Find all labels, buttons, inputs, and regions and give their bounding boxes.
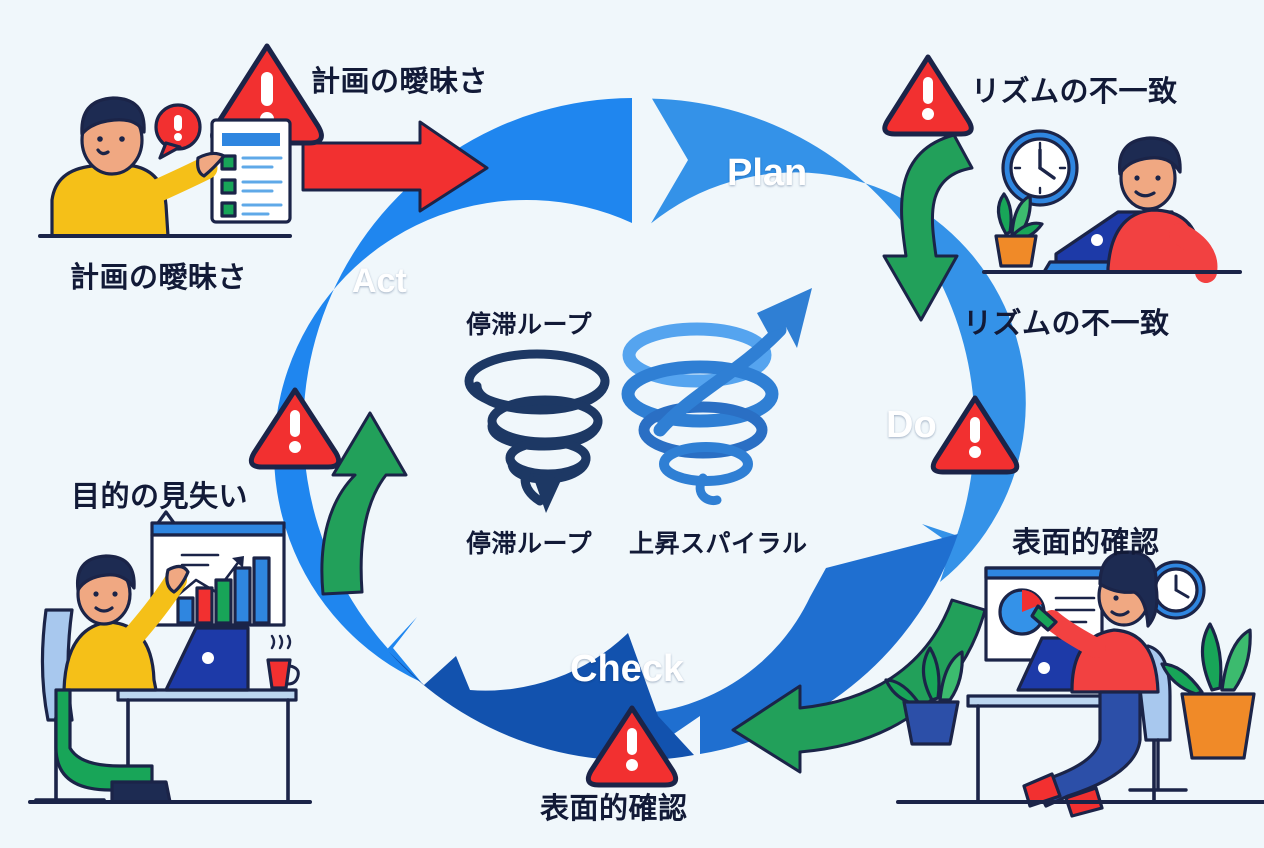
arrow-act-in [320, 411, 408, 596]
warning-triangle-icon-act[interactable] [248, 387, 342, 470]
warning-label-rhythm-mismatch: リズムの不一致 [971, 76, 1178, 108]
stagnation-arrowhead [533, 476, 562, 513]
warning-triangle-icon-rhythm-mismatch[interactable] [882, 54, 974, 137]
warning-label-surface-check: 表面的確認 [540, 793, 688, 825]
warning-label-plan-ambiguity: 計画の曖昧さ [311, 66, 489, 98]
scene-heading-act: 目的の見失い [71, 481, 249, 513]
stagnation-loop-graphic [464, 349, 610, 506]
ring-label-check: Check [570, 648, 685, 690]
upward-spiral-graphic [621, 322, 787, 506]
scene-caption-plan: 計画の曖昧さ [70, 262, 248, 294]
warning-triangle-icon-surface-check[interactable] [585, 705, 679, 788]
ring-label-act: Act [352, 262, 407, 300]
ring-segment-act[interactable] [273, 98, 632, 682]
upward-spiral-arrowhead [757, 288, 812, 348]
arrow-do-in [882, 133, 974, 322]
ring-label-do: Do [886, 404, 937, 446]
stagnation-top-label: 停滞ループ [466, 311, 593, 339]
ring-segment-do[interactable] [634, 534, 958, 754]
scene-heading-check: 表面的確認 [1012, 527, 1160, 559]
stagnation-bottom-label: 停滞ループ [466, 530, 593, 558]
scene-caption-do: リズムの不一致 [963, 308, 1170, 340]
ring-label-plan: Plan [727, 152, 808, 194]
upward-spiral-label: 上昇スパイラル [629, 530, 808, 558]
arrow-plan-in [301, 120, 489, 213]
warning-triangle-icon-do[interactable] [930, 395, 1020, 475]
